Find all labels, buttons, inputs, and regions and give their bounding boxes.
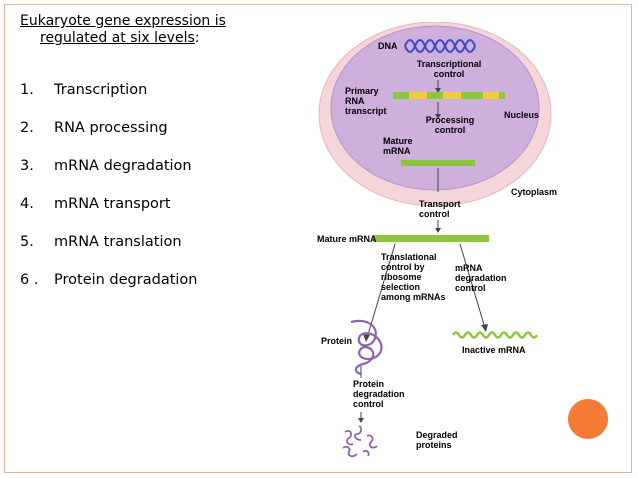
- arrow-head-icon: [363, 334, 370, 342]
- heading-line-1: Eukaryote gene expression is: [20, 13, 226, 29]
- accent-circle: [568, 399, 608, 439]
- list-item-number: 2.: [20, 120, 34, 136]
- exon-segment: [483, 92, 499, 99]
- label-transport-control: Transport control: [419, 199, 461, 219]
- list-item-number: 3.: [20, 158, 34, 174]
- label-processing-control: Processing control: [425, 115, 475, 135]
- slide-heading: Eukaryote gene expression is regulated a…: [20, 13, 226, 47]
- inactive-mrna-icon: [451, 331, 539, 339]
- list-item-text: mRNA transport: [54, 196, 171, 212]
- arrow-icon: [366, 243, 396, 339]
- list-item: 2. RNA processing: [20, 120, 197, 158]
- list-item-text: Transcription: [54, 82, 148, 98]
- list-item: 6 . Protein degradation: [20, 272, 197, 310]
- list-item-number: 5.: [20, 234, 34, 250]
- dna-helix-icon: [404, 39, 476, 53]
- list-item-text: mRNA translation: [54, 234, 182, 250]
- list-item-text: Protein degradation: [54, 272, 198, 288]
- cytoplasm-mrna-bar: [373, 235, 489, 242]
- list-item-text: mRNA degradation: [54, 158, 192, 174]
- list-item-number: 6 .: [20, 272, 39, 288]
- heading-line-2-text: regulated at six levels: [40, 30, 195, 46]
- list-item-number: 1.: [20, 82, 34, 98]
- list-item-number: 4.: [20, 196, 34, 212]
- heading-line-2: regulated at six levels:: [20, 30, 226, 47]
- label-mrna-degradation-control: mRNA degradation control: [455, 263, 507, 293]
- list-item: 5. mRNA translation: [20, 234, 197, 272]
- list-item: 3. mRNA degradation: [20, 158, 197, 196]
- figure-graphics: [318, 22, 552, 458]
- label-translational-control: Translational control by ribosome select…: [381, 252, 446, 302]
- label-protein-degradation-control: Protein degradation control: [353, 379, 405, 409]
- nucleus-shape: [330, 25, 540, 191]
- label-transcriptional-control: Transcriptional control: [416, 59, 482, 79]
- list-item: 1. Transcription: [20, 82, 197, 120]
- label-cytoplasm: Cytoplasm: [511, 187, 558, 197]
- label-mature-mrna-nucleus: Mature mRNA: [383, 136, 413, 156]
- label-inactive-mrna: Inactive mRNA: [462, 345, 526, 355]
- label-dna: DNA: [378, 41, 398, 51]
- heading-colon: :: [194, 30, 200, 46]
- label-primary-rna-transcript: Primary RNA transcript: [345, 86, 387, 116]
- nuclear-mrna-bar: [401, 160, 475, 166]
- label-mature-mrna: Mature mRNA: [317, 234, 377, 244]
- gene-expression-figure: DNA Transcriptional control Primary RNA …: [315, 22, 570, 472]
- levels-list: 1. Transcription 2. RNA processing 3. mRNA …: [20, 82, 197, 310]
- arrow-icon: [459, 243, 486, 329]
- label-degraded-proteins: Degraded proteins: [416, 430, 458, 450]
- label-protein: Protein: [321, 336, 353, 346]
- arrow-head-icon: [435, 88, 441, 93]
- arrow-head-icon: [435, 228, 441, 233]
- arrow-head-icon: [435, 114, 441, 119]
- exon-segment: [443, 92, 461, 99]
- protein-icon: [350, 319, 383, 376]
- exon-segment: [409, 92, 427, 99]
- slide-border: [4, 4, 632, 473]
- arrow-head-icon: [358, 418, 364, 423]
- arrow-head-icon: [481, 324, 488, 332]
- list-item-text: RNA processing: [54, 120, 168, 136]
- label-nucleus: Nucleus: [504, 110, 540, 120]
- list-item: 4. mRNA transport: [20, 196, 197, 234]
- dna-helix-icon: [404, 39, 476, 53]
- degraded-proteins-icon: [342, 425, 378, 458]
